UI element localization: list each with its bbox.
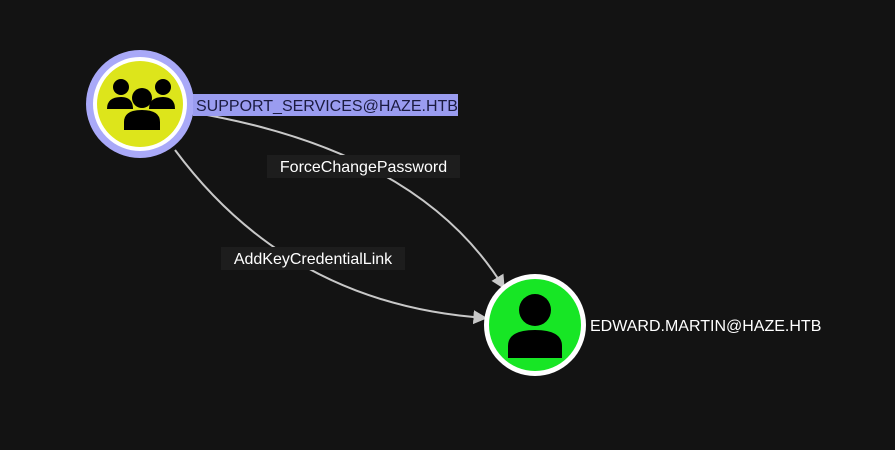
edge-add-key-credential-link[interactable]: AddKeyCredentialLink [174, 149, 488, 325]
node-label-highlight [193, 94, 458, 116]
edge-label-background [267, 155, 460, 178]
node-support-services[interactable]: SUPPORT_SERVICES@HAZE.HTB [86, 50, 458, 158]
edge-add-key-credential-link-label[interactable]: AddKeyCredentialLink [234, 251, 393, 268]
group-icon [107, 79, 175, 130]
user-icon [508, 294, 562, 358]
node-edward-martin[interactable]: EDWARD.MARTIN@HAZE.HTB [484, 274, 821, 376]
node-support-services-label[interactable]: SUPPORT_SERVICES@HAZE.HTB [196, 98, 458, 115]
node-edward-martin-label[interactable]: EDWARD.MARTIN@HAZE.HTB [590, 318, 821, 335]
edge-label-background [221, 247, 405, 270]
edge-force-change-password[interactable]: ForceChangePassword [189, 111, 505, 290]
edge-force-change-password-label[interactable]: ForceChangePassword [280, 159, 447, 176]
